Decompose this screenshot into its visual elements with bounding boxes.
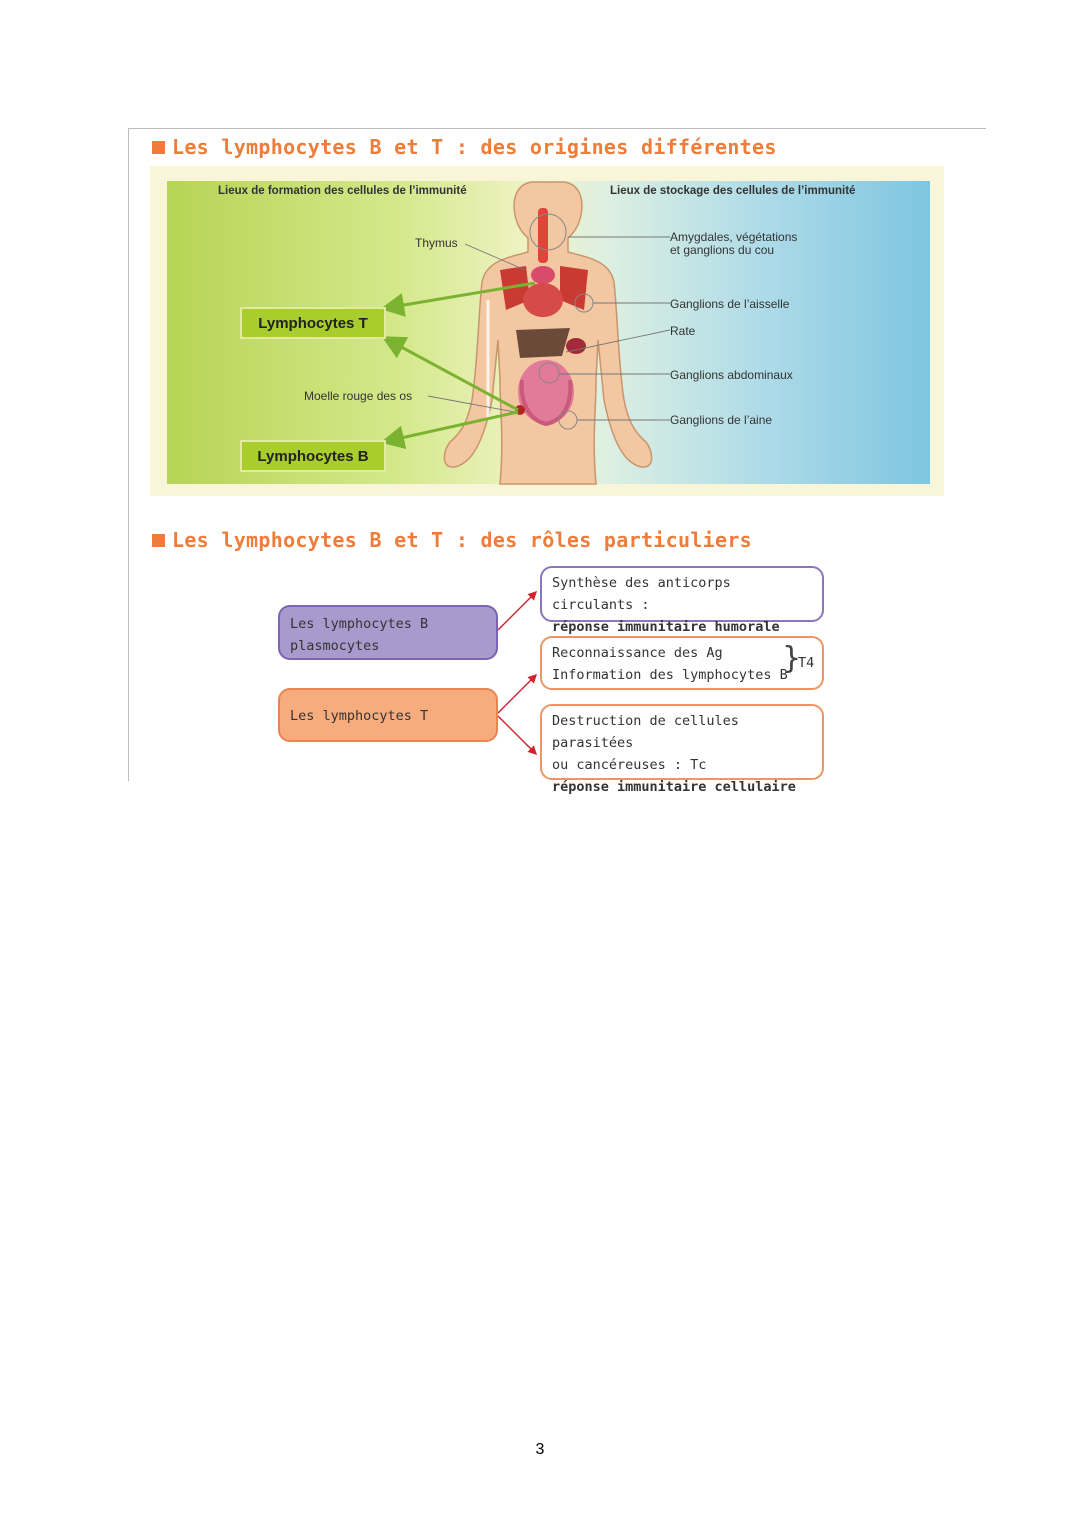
t4-tag: T4 [798,652,814,674]
tonsils-label: Amygdales, végétations et ganglions du c… [670,231,797,257]
square-bullet-icon [152,534,165,547]
humoral-response-box: Synthèse des anticorps circulants : répo… [540,566,824,622]
lymphocytes-t-role-box: Les lymphocytes T [278,688,498,742]
thymus-label: Thymus [415,236,458,250]
t4-role-box: Reconnaissance des Ag Information des ly… [540,636,824,690]
bone-marrow-label: Moelle rouge des os [304,389,412,403]
groin-nodes-label: Ganglions de l’aine [670,413,772,427]
lymphocytes-b-role-line2: plasmocytes [290,635,486,657]
armpit-nodes-label: Ganglions de l’aisselle [670,297,789,311]
cellular-line2: ou cancéreuses : Tc [552,754,812,776]
cellular-line3: réponse immunitaire cellulaire [552,776,812,798]
lymphocytes-b-box: Lymphocytes B [240,440,386,472]
abdominal-nodes-label: Ganglions abdominaux [670,368,793,382]
storage-heading: Lieux de stockage des cellules de l’immu… [610,185,855,197]
lymphocytes-b-role-line1: Les lymphocytes B [290,613,486,635]
humoral-line1: Synthèse des anticorps circulants : [552,572,812,616]
formation-heading: Lieux de formation des cellules de l’imm… [218,185,467,197]
lymphocytes-t-role-label: Les lymphocytes T [290,705,486,727]
t4-role-line1: Reconnaissance des Ag [552,642,812,664]
t4-role-line2: Information des lymphocytes B [552,664,812,686]
red-arrows [498,592,536,754]
lymphocytes-b-role-box: Les lymphocytes B plasmocytes [278,605,498,660]
section-title-roles: Les lymphocytes B et T : des rôles parti… [152,528,752,552]
lymphocytes-t-box: Lymphocytes T [240,307,386,339]
section-title-roles-text: Les lymphocytes B et T : des rôles parti… [172,528,752,552]
tonsils-label-line2: et ganglions du cou [670,244,797,257]
page-number: 3 [0,1441,1080,1459]
spleen-label: Rate [670,324,695,338]
cellular-response-box: Destruction de cellules parasitées ou ca… [540,704,824,780]
humoral-line2: réponse immunitaire humorale [552,616,812,638]
cellular-line1: Destruction de cellules parasitées [552,710,812,754]
